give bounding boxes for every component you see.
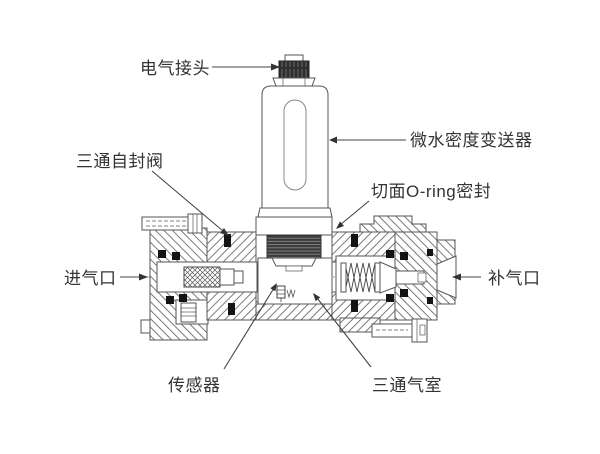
oring-seal-mark [400, 252, 408, 260]
oring-seal-mark [158, 250, 166, 258]
arrowhead [220, 228, 229, 236]
body-bottom-bar-center [255, 301, 333, 321]
oring-seal-mark [386, 250, 394, 258]
leader-line [223, 287, 275, 370]
label-air-inlet: 进气口 [64, 269, 117, 288]
oring-seal-mark [228, 303, 235, 315]
oring-seal-mark [386, 294, 394, 302]
transmitter-assembly [255, 54, 333, 272]
stud-nut [219, 268, 235, 286]
arrowhead [452, 273, 461, 281]
spring-washer-left [340, 262, 347, 293]
arrowhead [336, 221, 344, 229]
thread-plug [266, 234, 322, 259]
cylinder-flare [257, 207, 333, 218]
threaded-stud [183, 266, 221, 288]
leader-line [339, 200, 370, 226]
right-crown [359, 215, 427, 233]
oring-seals [158, 234, 433, 315]
leader-lines [120, 63, 481, 370]
label-sensor: 传感器 [168, 376, 221, 395]
electrical-connector-part [278, 60, 310, 79]
oring-seal-mark [224, 234, 231, 247]
label-transmitter: 微水密度变送器 [410, 131, 533, 150]
label-self-sealing-valve: 三通自封阀 [76, 152, 164, 171]
stud-nut-step [233, 270, 244, 284]
valve-spring [344, 262, 376, 293]
arrowhead [270, 283, 277, 292]
bottom-left-bolt [175, 299, 209, 325]
label-electrical-connector: 电气接头 [140, 59, 210, 78]
oring-seal-mark [351, 300, 358, 312]
spring-washer-right [374, 262, 381, 293]
oring-seal-mark [166, 296, 174, 304]
left-flange-tab [140, 319, 151, 334]
oring-seal-mark [179, 294, 187, 302]
arrowhead [313, 293, 321, 302]
arrowhead [139, 273, 148, 281]
top-bolt [141, 213, 203, 234]
valve-stem-tip [417, 272, 427, 283]
arrowhead [329, 136, 337, 144]
flow-mark-chamber [286, 288, 296, 299]
valve-poppet [379, 261, 397, 294]
sensor-element [276, 285, 286, 302]
oring-seal-mark [172, 252, 180, 260]
leader-line [151, 170, 224, 232]
connector-nut [272, 77, 316, 87]
oring-seal-mark [400, 289, 408, 297]
arrowhead [271, 63, 280, 71]
mounting-flange [255, 216, 333, 236]
labels: 电气接头 微水密度变送器 三通自封阀 切面O-ring密封 进气口 补气口 传感… [64, 59, 541, 395]
plug-tip [285, 265, 303, 272]
plug-step [271, 257, 317, 267]
label-oring-seal: 切面O-ring密封 [371, 182, 491, 201]
body-top-bar-left [206, 231, 257, 263]
label-three-way-chamber: 三通气室 [372, 376, 442, 395]
right-port-opening [436, 255, 457, 299]
sight-window [283, 99, 307, 191]
oring-seal-mark [351, 234, 358, 247]
bottom-right-bolt [371, 318, 428, 343]
oring-seal-mark [427, 249, 433, 256]
leader-line [316, 297, 372, 368]
label-air-makeup-port: 补气口 [488, 269, 541, 288]
oring-seal-mark [427, 297, 433, 304]
